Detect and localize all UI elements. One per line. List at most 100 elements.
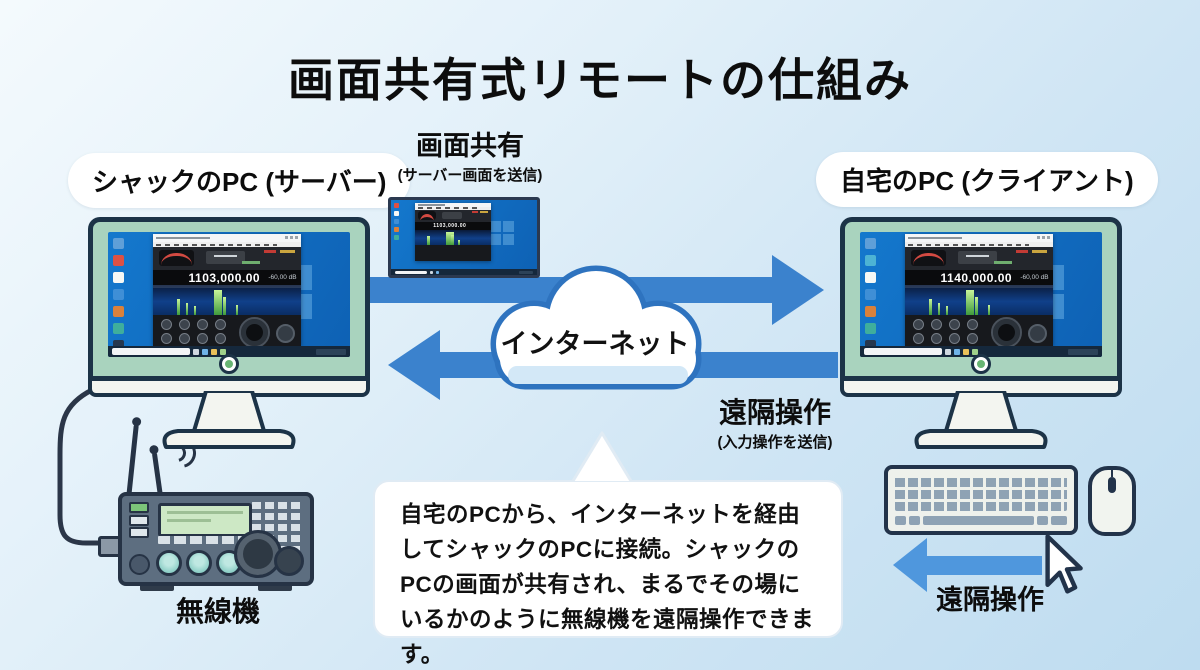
internet-label: インターネット (500, 329, 690, 359)
monitor-stand (162, 391, 296, 449)
internet-cloud-icon (490, 265, 702, 390)
radio-lcd-display (158, 503, 252, 537)
red-indicator (264, 249, 276, 254)
server-pc-label: シャックのPC (サーバー) (68, 153, 411, 208)
radio-control-app-window: 1103,000.00 -60,00 dB (153, 234, 301, 349)
page-title: 画面共有式リモートの仕組み (288, 54, 912, 106)
green-indicator (241, 260, 260, 264)
frequency-readout: 1140,000.00 (940, 270, 1013, 285)
front-panel (153, 314, 301, 349)
radio-foot (258, 582, 292, 591)
desktop-icon (865, 272, 876, 283)
taskbar-tray (316, 348, 346, 355)
desktop-icon (113, 272, 124, 283)
internet-cloud: インターネット (452, 256, 738, 408)
frequency-readout: 1103,000.00 (433, 222, 467, 229)
secondary-dial (276, 324, 296, 344)
app-titlebar (153, 234, 301, 242)
spectrum-waterfall (153, 285, 301, 315)
spectrum-waterfall (905, 285, 1053, 315)
radio-control-app-window: 1140,000.00 -60,00 dB (905, 234, 1053, 349)
speech-bubble-tail (571, 431, 633, 482)
desktop-icon (394, 227, 399, 232)
screen-share-title: 画面共有 (416, 131, 524, 161)
screen-share-arrow-head (772, 255, 824, 325)
app-menubar (153, 241, 301, 248)
windows-logo-icon (490, 221, 515, 245)
screen-share-label: 画面共有 (サーバー画面を送信) (380, 131, 560, 185)
client-desktop-screen: 1140,000.00 -60,00 dB (860, 232, 1102, 357)
remote-input-arrow (893, 538, 1053, 592)
radio-foot (140, 582, 174, 591)
radio-button-strip (158, 536, 274, 544)
remote-input-arrow-head (893, 538, 927, 592)
radio-button (129, 527, 149, 538)
app-meter-panel (905, 247, 1053, 270)
desktop-icon (113, 306, 124, 317)
remote-upper-title: 遠隔操作 (718, 397, 831, 428)
radio-knob (156, 550, 182, 576)
desktop-icon (865, 238, 876, 249)
tuning-dial (990, 317, 1022, 349)
monitor-power-dot (971, 354, 991, 374)
app-meter-panel (153, 247, 301, 270)
level-readout: -60,00 dB (1020, 274, 1049, 282)
app-menubar (905, 241, 1053, 248)
front-panel (905, 314, 1053, 349)
mouse-wheel (1108, 477, 1116, 493)
radio-tuning-dial (234, 530, 282, 578)
monitor-stand (914, 391, 1048, 449)
server-pc-monitor: 1103,000.00 -60,00 dB (88, 217, 370, 457)
screen-share-subtitle: (サーバー画面を送信) (397, 166, 543, 184)
mode-display (958, 250, 997, 264)
desktop-icon (113, 255, 124, 266)
client-monitor-bezel: 1140,000.00 -60,00 dB (840, 217, 1122, 381)
desktop-icons (865, 238, 876, 351)
server-monitor-bezel: 1103,000.00 -60,00 dB (88, 217, 370, 381)
amber-indicator (1032, 249, 1048, 254)
taskbar (860, 346, 1102, 357)
red-indicator (1016, 249, 1028, 254)
signal-meter (158, 249, 195, 267)
radio-control-app-window-mini: 1103,000.00 (415, 203, 491, 261)
remote-upper-subtitle: (入力操作を送信) (717, 433, 833, 451)
desktop-icon (113, 340, 124, 351)
desktop-icon (113, 323, 124, 334)
taskbar-search (112, 348, 190, 355)
desktop-icon (394, 219, 399, 224)
mouse-cursor-icon (1045, 534, 1083, 594)
remote-input-arrow-shaft (927, 556, 1042, 575)
spacebar (923, 516, 1034, 525)
radio-button (129, 502, 149, 513)
radio-label: 無線機 (175, 596, 260, 627)
explanation-text: 自宅のPCから、インターネットを経由してシャックのPCに接続。シャックのPCの画… (400, 502, 815, 667)
tuning-dial (238, 317, 270, 349)
level-readout: -60,00 dB (268, 274, 297, 282)
remote-lower-label: 遠隔操作 (936, 585, 1044, 615)
secondary-dial (1028, 324, 1048, 344)
remote-control-arrow-head (388, 330, 440, 400)
keyboard-keys (895, 475, 1067, 511)
client-pc-label: 自宅のPC (クライアント) (816, 152, 1158, 207)
taskbar-search (864, 348, 942, 355)
taskbar-tray (1068, 348, 1098, 355)
desktop-icon (394, 211, 399, 216)
desktop-icon (113, 238, 124, 249)
mode-display (206, 250, 245, 264)
server-desktop-screen: 1103,000.00 -60,00 dB (108, 232, 350, 357)
desktop-icon (113, 289, 124, 300)
app-titlebar (905, 234, 1053, 242)
radio-button (129, 515, 149, 526)
radio-transceiver (118, 492, 314, 586)
green-indicator (993, 260, 1012, 264)
remote-upper-label: 遠隔操作 (入力操作を送信) (685, 397, 865, 452)
frequency-row: 1103,000.00 -60,00 dB (153, 269, 301, 286)
radio-knob (186, 550, 212, 576)
keyboard-bottom-row (895, 516, 1067, 525)
explanation-bubble: 自宅のPCから、インターネットを経由してシャックのPCに接続。シャックのPCの画… (373, 480, 843, 667)
radio-secondary-dial (274, 546, 304, 576)
desktop-icons (394, 203, 399, 240)
mouse (1088, 466, 1136, 536)
amber-indicator (280, 249, 296, 254)
